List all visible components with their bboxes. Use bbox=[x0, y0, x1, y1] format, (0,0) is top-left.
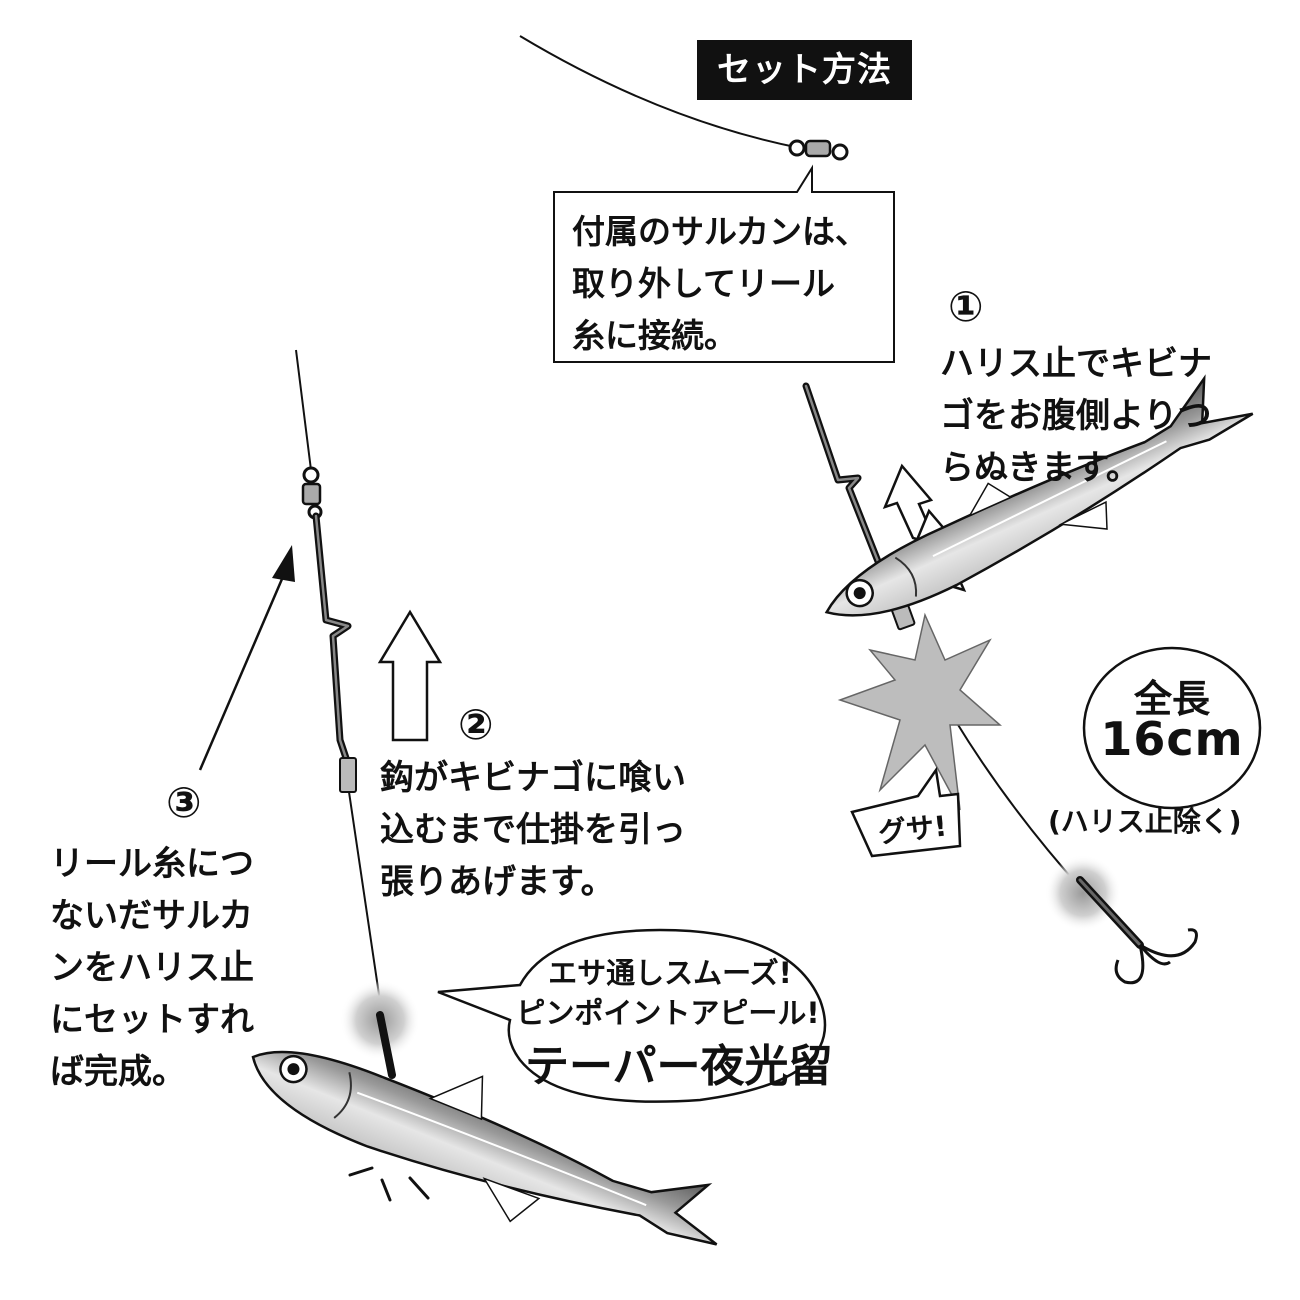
step3-line: ば完成。 bbox=[50, 1052, 186, 1092]
step2-line: 張りあげます。 bbox=[380, 862, 615, 902]
product-name: テーパー夜光留 bbox=[525, 1041, 833, 1092]
step2-line: 鈎がキビナゴに喰い bbox=[380, 758, 686, 798]
harisu-stopper-left bbox=[312, 512, 357, 793]
step3-arrow-line bbox=[198, 564, 290, 771]
length-note: (ハリス止除く) bbox=[1048, 805, 1242, 838]
length-label: 全長 bbox=[1133, 677, 1210, 721]
impact-text: グサ! bbox=[876, 809, 949, 850]
step1-text: ハリス止でキビナ ゴをお腹側よりつ らぬきます。 bbox=[940, 338, 1212, 494]
step3-text: リール糸につ ないだサルカ ンをハリス止 にセットすれ ば完成。 bbox=[50, 838, 254, 1098]
bubble-line-2: ピンポイントアピール! bbox=[516, 996, 820, 1030]
impact-tag bbox=[850, 766, 962, 858]
swivel-left-icon bbox=[301, 466, 323, 520]
bubble-line-1: エサ通しスムーズ! bbox=[548, 956, 792, 990]
step1-number: ① bbox=[948, 282, 984, 331]
impact-burst bbox=[837, 612, 1002, 811]
treble-hook-icon bbox=[1076, 876, 1198, 985]
callout-line: 糸に接続。 bbox=[572, 316, 737, 355]
step3-arrow-head bbox=[272, 545, 295, 582]
step3-line: ないだサルカ bbox=[50, 896, 253, 936]
step2-text: 鈎がキビナゴに喰い 込むまで仕掛を引っ 張りあげます。 bbox=[380, 752, 686, 908]
glow-spot-right bbox=[1045, 855, 1121, 931]
reel-line bbox=[519, 35, 801, 149]
motion-ticks bbox=[348, 1166, 430, 1202]
step1-line: ハリス止でキビナ bbox=[940, 344, 1212, 384]
step3-line: にセットすれ bbox=[50, 1000, 254, 1040]
length-value: 16cm bbox=[1100, 712, 1244, 766]
step3-number: ③ bbox=[166, 778, 202, 827]
callout-line: 取り外してリール bbox=[572, 264, 836, 303]
arrow-up-icon bbox=[377, 609, 443, 742]
step2-line: 込むまで仕掛を引っ bbox=[380, 810, 686, 850]
callout-box bbox=[553, 164, 895, 363]
step1-line: らぬきます。 bbox=[940, 448, 1140, 488]
leader-line-left bbox=[348, 791, 383, 1016]
step1-line: ゴをお腹側よりつ bbox=[940, 396, 1212, 436]
step3-line: リール糸につ bbox=[50, 844, 254, 884]
length-badge bbox=[1082, 646, 1262, 810]
kibinago-fish-right bbox=[824, 374, 1254, 617]
page-title: セット方法 bbox=[697, 40, 912, 100]
callout-line: 付属のサルカンは、 bbox=[572, 212, 869, 251]
step3-line: ンをハリス止 bbox=[50, 948, 254, 988]
callout-text: 付属のサルカンは、 取り外してリール 糸に接続。 bbox=[554, 192, 894, 362]
swivel-icon bbox=[788, 139, 849, 161]
reel-line-left bbox=[295, 349, 312, 471]
step2-number: ② bbox=[458, 700, 494, 749]
hook-shank-left bbox=[376, 1011, 396, 1079]
speech-bubble bbox=[437, 928, 827, 1103]
kibinago-fish-left bbox=[251, 1050, 718, 1246]
